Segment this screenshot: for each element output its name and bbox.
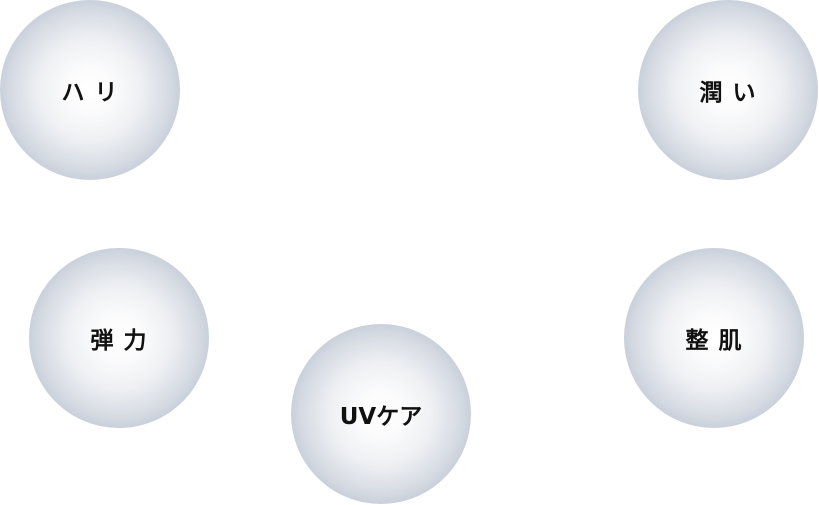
bubble-seiki: 整 肌 <box>624 248 804 428</box>
bubble-uvcare: UVケア <box>291 324 471 504</box>
bubble-label-uruoi: 潤 い <box>699 80 757 106</box>
bubble-label-seiki: 整 肌 <box>685 328 743 354</box>
bubble-uruoi: 潤 い <box>638 0 818 180</box>
bubble-hari: ハ リ <box>0 0 180 180</box>
bubble-label-hari: ハ リ <box>61 80 119 106</box>
bubble-label-danryoku: 弾 力 <box>90 328 148 354</box>
bubble-danryoku: 弾 力 <box>29 248 209 428</box>
bubble-label-uvcare: UVケア <box>339 404 423 430</box>
